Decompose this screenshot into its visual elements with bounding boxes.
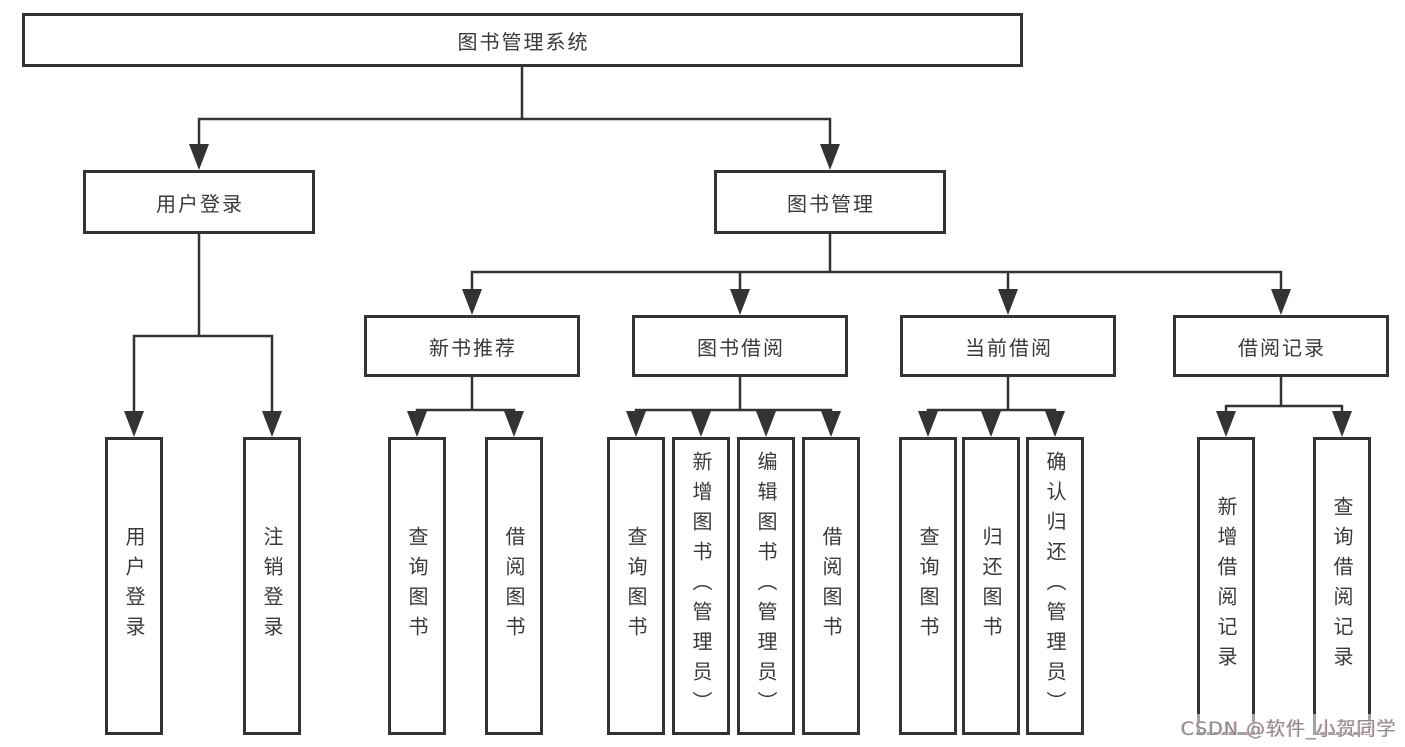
edge-bookmgmt-to-level3 xyxy=(470,232,1283,293)
node-borrowing-records-label: 借阅记录 xyxy=(1238,335,1326,360)
arrowhead xyxy=(730,289,750,315)
leaf-borrow-books-borrowing-label: 借阅图书 xyxy=(819,526,843,646)
leaf-confirm-return-admin-label: 确认归还（管理员） xyxy=(1043,451,1067,721)
arrowhead xyxy=(262,411,282,437)
edge-bookborrow-to-leaves xyxy=(634,375,833,415)
leaf-borrow-books-borrowing: 借阅图书 xyxy=(802,437,860,735)
arrowhead xyxy=(1216,411,1236,437)
edge-records-to-leaves xyxy=(1224,375,1344,415)
leaf-query-borrow-record: 查询借阅记录 xyxy=(1313,437,1371,735)
edge-currentborrow-to-leaves xyxy=(926,375,1057,415)
arrowhead xyxy=(1271,289,1291,315)
edge-root-to-level2 xyxy=(197,65,832,148)
arrowhead xyxy=(504,411,524,437)
leaf-add-books-admin: 新增图书（管理员） xyxy=(672,437,730,735)
leaf-edit-books-admin: 编辑图书（管理员） xyxy=(737,437,795,735)
node-user-login: 用户登录 xyxy=(83,170,315,234)
leaf-add-borrow-record-label: 新增借阅记录 xyxy=(1214,496,1238,676)
arrowhead xyxy=(1045,411,1065,437)
arrowhead xyxy=(1332,411,1352,437)
leaf-add-books-admin-label: 新增图书（管理员） xyxy=(689,451,713,721)
arrowhead xyxy=(691,411,711,437)
leaf-logout-login: 注销登录 xyxy=(243,437,301,735)
leaf-user-login: 用户登录 xyxy=(105,437,163,735)
leaf-query-books-borrowing: 查询图书 xyxy=(607,437,665,735)
leaf-query-books-current-label: 查询图书 xyxy=(916,526,940,646)
node-borrowing-records: 借阅记录 xyxy=(1173,315,1389,377)
leaf-edit-books-admin-label: 编辑图书（管理员） xyxy=(754,451,778,721)
arrowhead xyxy=(756,411,776,437)
leaf-confirm-return-admin: 确认归还（管理员） xyxy=(1026,437,1084,735)
arrowhead xyxy=(462,289,482,315)
leaf-logout-login-label: 注销登录 xyxy=(260,526,284,646)
leaf-query-borrow-record-label: 查询借阅记录 xyxy=(1330,496,1354,676)
node-book-borrowing-label: 图书借阅 xyxy=(697,335,785,360)
node-new-book-recommendation-label: 新书推荐 xyxy=(429,335,517,360)
leaf-borrow-books-recommend-label: 借阅图书 xyxy=(502,526,526,646)
node-new-book-recommendation: 新书推荐 xyxy=(364,315,580,377)
node-book-borrowing: 图书借阅 xyxy=(632,315,848,377)
leaf-query-books-recommend: 查询图书 xyxy=(388,437,446,735)
node-user-login-label: 用户登录 xyxy=(156,191,244,216)
arrowhead xyxy=(189,144,209,170)
arrowhead xyxy=(821,411,841,437)
arrowhead xyxy=(820,144,840,170)
leaf-return-books: 归还图书 xyxy=(962,437,1020,735)
leaf-return-books-label: 归还图书 xyxy=(979,526,1003,646)
watermark-csdn: CSDN @软件_小贺同学 xyxy=(1181,714,1397,741)
node-library-management-system: 图书管理系统 xyxy=(22,13,1023,67)
edge-newbook-to-leaves xyxy=(415,375,516,415)
leaf-query-books-current: 查询图书 xyxy=(899,437,957,735)
leaf-query-books-recommend-label: 查询图书 xyxy=(405,526,429,646)
arrowhead xyxy=(981,411,1001,437)
leaf-user-login-label: 用户登录 xyxy=(122,526,146,646)
arrowhead xyxy=(407,411,427,437)
edge-userlogin-to-leaves xyxy=(132,232,274,415)
node-current-borrowing: 当前借阅 xyxy=(900,315,1116,377)
node-current-borrowing-label: 当前借阅 xyxy=(965,335,1053,360)
arrowhead xyxy=(998,289,1018,315)
leaf-borrow-books-recommend: 借阅图书 xyxy=(485,437,543,735)
node-book-management-label: 图书管理 xyxy=(787,191,875,216)
arrowhead xyxy=(918,411,938,437)
node-book-management: 图书管理 xyxy=(714,170,946,234)
node-library-management-system-label: 图书管理系统 xyxy=(457,29,590,54)
leaf-add-borrow-record: 新增借阅记录 xyxy=(1197,437,1255,735)
arrowhead xyxy=(124,411,144,437)
leaf-query-books-borrowing-label: 查询图书 xyxy=(624,526,648,646)
arrowhead xyxy=(626,411,646,437)
